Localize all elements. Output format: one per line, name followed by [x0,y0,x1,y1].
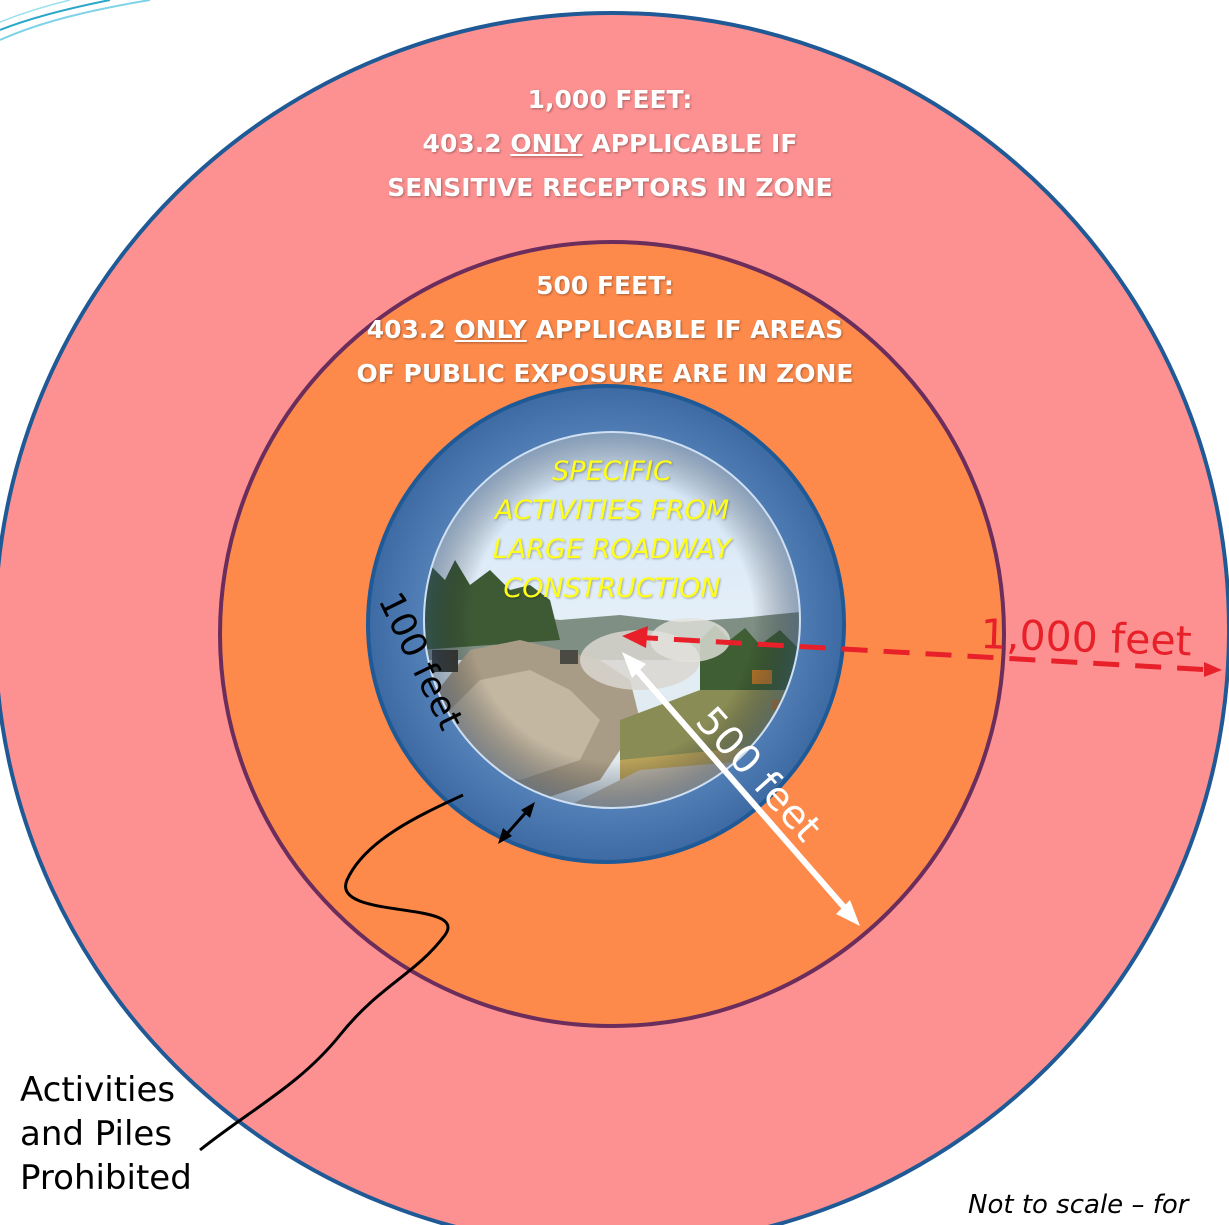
prohibited-line: and Piles [20,1114,173,1154]
callout-leader-line [199,793,464,1152]
prohibited-callout: Activities and Piles Prohibited [20,1068,192,1200]
arrow-500-feet [622,652,860,926]
prohibited-line: Prohibited [20,1158,192,1198]
zone-500-label: 500 FEET: 403.2 ONLY APPLICABLE IF AREAS… [300,264,910,396]
prohibited-line: Activities [20,1070,176,1110]
zone-500-title: 500 FEET: [536,271,674,300]
zone-500-condition: 403.2 ONLY APPLICABLE IF AREAS [366,315,844,344]
zone-500-exposure: OF PUBLIC EXPOSURE ARE IN ZONE [356,359,854,388]
core-label-line: ACTIVITIES FROM [494,495,730,526]
decorative-swoosh [0,0,151,41]
arrow-1000-feet [622,626,1222,677]
label-1000-feet: 1,000 feet [980,610,1193,665]
core-label-line: SPECIFIC [552,456,672,487]
zone-1000-label: 1,000 FEET: 403.2 ONLY APPLICABLE IF SEN… [340,78,880,210]
zone-1000-receptors: SENSITIVE RECEPTORS IN ZONE [387,173,833,202]
core-label: SPECIFIC ACTIVITIES FROM LARGE ROADWAY C… [452,452,772,608]
core-label-line: CONSTRUCTION [503,573,721,604]
core-label-line: LARGE ROADWAY [492,534,732,565]
scale-footnote: Not to scale – for [968,1190,1189,1220]
arrow-100-feet [498,802,535,844]
zone-1000-condition: 403.2 ONLY APPLICABLE IF [422,129,798,158]
core-circle [423,431,801,809]
zone-1000-title: 1,000 FEET: [527,85,693,114]
